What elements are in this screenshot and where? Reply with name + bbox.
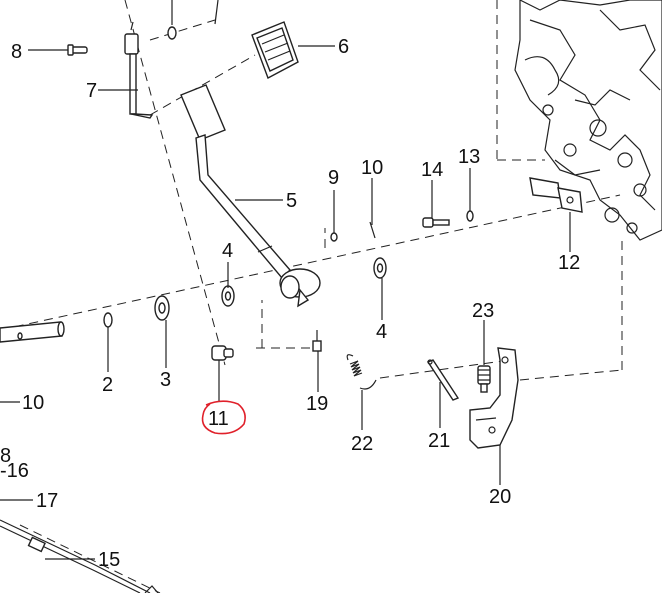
bracket-12 bbox=[529, 177, 583, 213]
bolt-14 bbox=[422, 217, 450, 228]
label-8-lower: 8 bbox=[0, 445, 11, 467]
brake-switch-23 bbox=[477, 365, 491, 393]
label-15: 15 bbox=[98, 549, 120, 571]
leader-lines bbox=[0, 45, 571, 560]
label-12: 12 bbox=[558, 252, 580, 274]
washer-4-right-hole bbox=[376, 263, 384, 273]
label-4-lower: 4 bbox=[376, 321, 387, 343]
bushing-11 bbox=[211, 345, 234, 361]
top-cotter-pin bbox=[214, 0, 219, 25]
label-23: 23 bbox=[472, 300, 494, 322]
label-11: 11 bbox=[208, 408, 229, 430]
brake-rod-clevis bbox=[124, 21, 154, 119]
clevis-pin bbox=[67, 44, 88, 56]
label-14: 14 bbox=[421, 159, 443, 181]
label-9: 9 bbox=[328, 167, 339, 189]
highlight-circle bbox=[201, 400, 246, 435]
callout-labels: 8 7 6 5 4 9 10 14 13 12 2 3 4 11 19 22 2… bbox=[0, 36, 580, 571]
fitting-19 bbox=[312, 330, 322, 352]
label-20: 20 bbox=[489, 486, 511, 508]
label-16: -16 bbox=[0, 460, 29, 482]
switch-rod-21 bbox=[426, 359, 460, 401]
label-22: 22 bbox=[351, 433, 373, 455]
label-10-upper: 10 bbox=[361, 157, 383, 179]
switch-bracket-20 bbox=[469, 347, 519, 449]
label-10-lower: 10 bbox=[22, 392, 44, 414]
pedal-pad bbox=[251, 21, 299, 79]
label-19: 19 bbox=[306, 393, 328, 415]
label-8: 8 bbox=[11, 41, 22, 63]
label-17: 17 bbox=[36, 490, 58, 512]
label-13: 13 bbox=[458, 146, 480, 168]
pivot-shaft bbox=[0, 321, 65, 343]
label-6: 6 bbox=[338, 36, 349, 58]
label-7: 7 bbox=[86, 80, 97, 102]
cotter-pin-10 bbox=[369, 221, 376, 239]
label-4-upper: 4 bbox=[222, 240, 233, 262]
label-21: 21 bbox=[428, 430, 450, 452]
top-washer bbox=[167, 0, 177, 40]
brake-cable bbox=[0, 519, 159, 593]
washer-4-left-hole bbox=[224, 291, 232, 301]
washer-13 bbox=[466, 210, 474, 222]
engine-housing bbox=[514, 0, 662, 241]
washer-9 bbox=[330, 232, 338, 242]
brake-pedal-arm bbox=[180, 84, 321, 308]
return-spring-22 bbox=[346, 354, 377, 390]
label-3: 3 bbox=[160, 369, 171, 391]
washer-3-hole bbox=[158, 302, 166, 314]
label-2: 2 bbox=[102, 374, 113, 396]
snap-ring-2 bbox=[103, 312, 113, 328]
assembly-centerlines bbox=[0, 0, 623, 593]
label-5: 5 bbox=[286, 190, 297, 212]
